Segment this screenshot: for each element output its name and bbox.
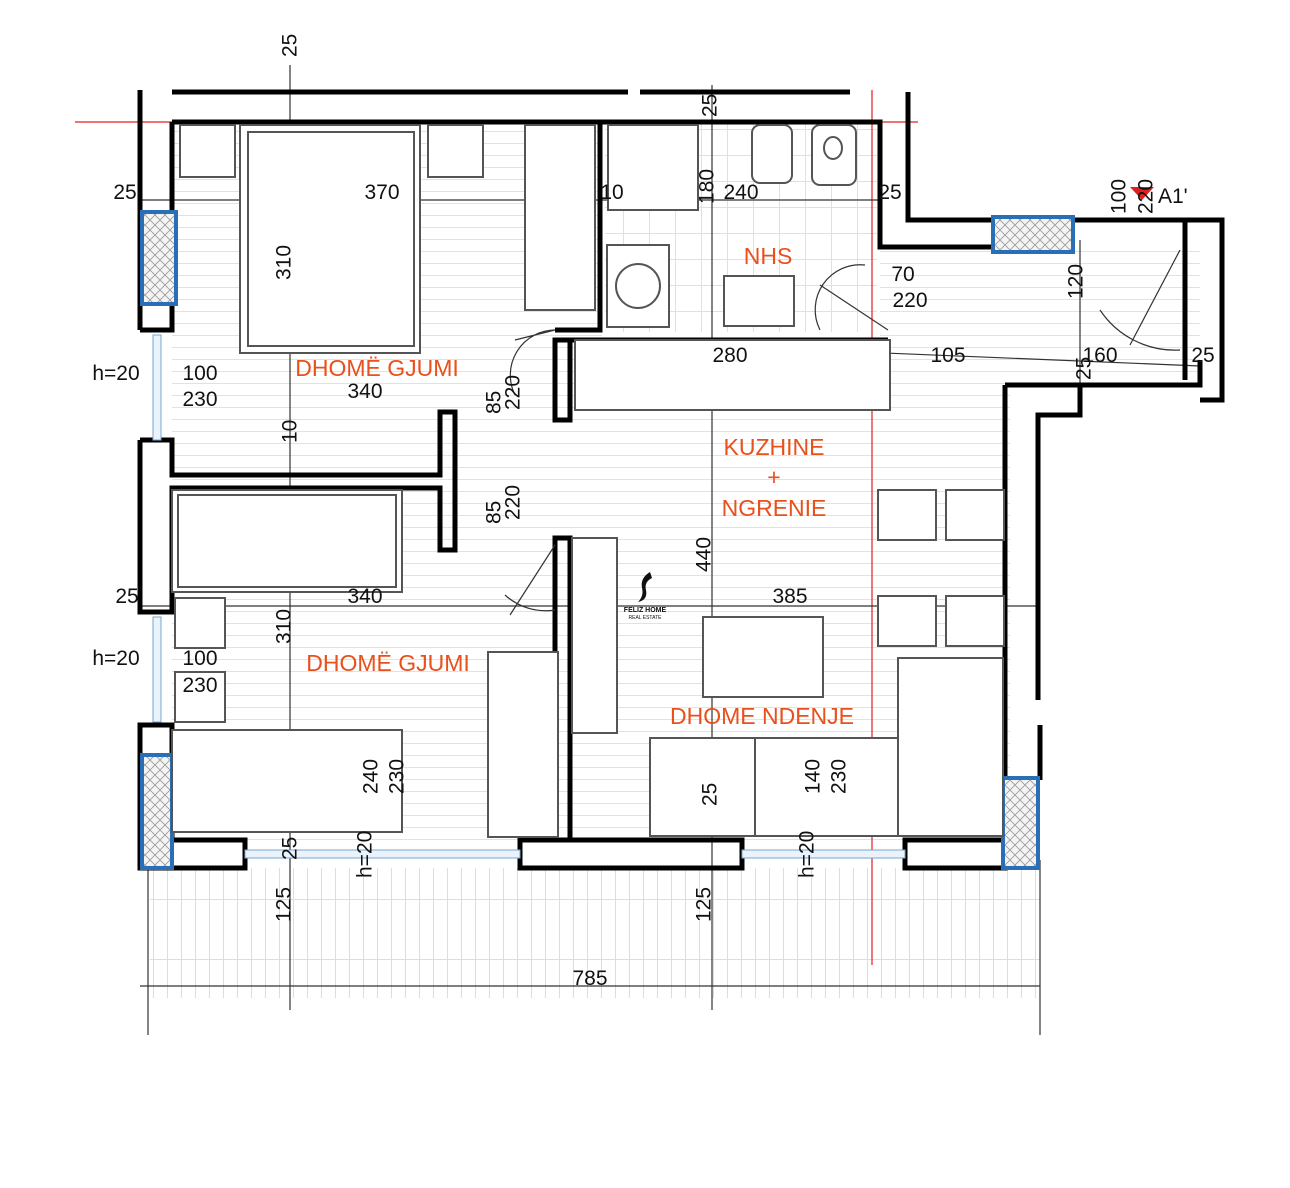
tv-unit bbox=[571, 537, 618, 734]
windows bbox=[152, 334, 906, 859]
dimension-label: 385 bbox=[772, 585, 807, 608]
room-label-kitchen: KUZHINE bbox=[724, 434, 825, 460]
dimension-label: 220 bbox=[501, 485, 524, 520]
dimension-label: 120 bbox=[1064, 264, 1087, 299]
logo-mark-icon bbox=[638, 572, 652, 602]
room-labels: DHOMË GJUMI DHOMË GJUMI NHS KUZHINE + NG… bbox=[295, 243, 854, 729]
room-label-dining: NGRENIE bbox=[722, 495, 827, 521]
dimension-label: 25 bbox=[278, 837, 301, 860]
dimension-labels: 370 25 10 240 25 70 220 280 105 160 25 h… bbox=[92, 181, 1214, 990]
dimension-label: 230 bbox=[182, 674, 217, 697]
wardrobe bbox=[487, 651, 559, 838]
dimension-label: 85 bbox=[482, 501, 505, 524]
dimension-label: h=20 bbox=[92, 647, 139, 670]
dimension-label: 230 bbox=[827, 759, 850, 794]
dimension-label: 125 bbox=[272, 887, 295, 922]
dimension-label: 280 bbox=[712, 344, 747, 367]
walls bbox=[137, 89, 1225, 871]
dimension-label: 220 bbox=[1134, 179, 1157, 214]
dimension-label: 240 bbox=[359, 759, 382, 794]
section-marker-label: A1' bbox=[1158, 185, 1188, 208]
bidet bbox=[751, 124, 793, 184]
nightstand bbox=[427, 124, 484, 178]
dimension-label: 105 bbox=[930, 344, 965, 367]
chair bbox=[945, 489, 1005, 541]
dimension-label: 85 bbox=[482, 391, 505, 414]
dimension-label: 220 bbox=[501, 375, 524, 410]
dimension-label: 70 bbox=[891, 263, 914, 286]
dimension-label: 180 bbox=[695, 169, 718, 204]
dimension-label: 230 bbox=[385, 759, 408, 794]
dimension-label: 25 bbox=[278, 34, 301, 57]
dimension-label: 340 bbox=[347, 380, 382, 403]
sofa bbox=[649, 737, 756, 837]
room-label-bedroom-2: DHOMË GJUMI bbox=[306, 650, 470, 676]
shower-tray bbox=[607, 124, 699, 211]
dimension-label: 340 bbox=[347, 585, 382, 608]
dimension-label: 230 bbox=[182, 388, 217, 411]
dimension-label: 100 bbox=[1107, 179, 1130, 214]
dimension-label: 240 bbox=[723, 181, 758, 204]
dimension-label: 160 bbox=[1082, 344, 1117, 367]
dimension-label: 25 bbox=[1191, 344, 1214, 367]
dimension-label: 25 bbox=[1072, 357, 1095, 380]
dimension-label: 25 bbox=[878, 181, 901, 204]
dimension-label: 310 bbox=[272, 609, 295, 644]
room-label-living: DHOME NDENJE bbox=[670, 703, 854, 729]
dimension-label: 25 bbox=[698, 94, 721, 117]
chair bbox=[945, 595, 1005, 647]
furniture bbox=[171, 124, 1005, 838]
dimension-label: 25 bbox=[115, 585, 138, 608]
structural-columns bbox=[140, 210, 1075, 870]
dimension-label: 25 bbox=[113, 181, 136, 204]
room-label-kitchen-plus: + bbox=[767, 464, 780, 490]
dimension-label: h=20 bbox=[353, 831, 376, 878]
dimension-label: 785 bbox=[572, 967, 607, 990]
dimension-label: 10 bbox=[278, 420, 301, 443]
room-label-bedroom-1: DHOMË GJUMI bbox=[295, 355, 459, 381]
vertical-dimension-labels: 25 310 25 180 100 220 120 25 85 220 10 8… bbox=[272, 34, 1157, 922]
wardrobe bbox=[524, 124, 596, 311]
dimension-label: 440 bbox=[692, 537, 715, 572]
dimension-label: h=20 bbox=[795, 831, 818, 878]
logo: FELIZ HOME REAL ESTATE bbox=[624, 572, 667, 621]
nightstand bbox=[179, 124, 236, 178]
dimension-label: 100 bbox=[182, 647, 217, 670]
chair bbox=[877, 489, 937, 541]
dimension-label: 25 bbox=[698, 783, 721, 806]
room-label-bathroom: NHS bbox=[744, 243, 793, 269]
coffee-table bbox=[702, 616, 824, 698]
sink bbox=[723, 275, 795, 327]
kitchen-counter bbox=[574, 339, 891, 411]
dimension-label: 370 bbox=[364, 181, 399, 204]
dimension-label: 220 bbox=[892, 289, 927, 312]
dimension-label: 125 bbox=[692, 887, 715, 922]
section-marker-icon bbox=[1130, 187, 1154, 200]
dimension-label: 10 bbox=[600, 181, 623, 204]
chair bbox=[877, 595, 937, 647]
dimension-label: 100 bbox=[182, 362, 217, 385]
dimension-label: h=20 bbox=[92, 362, 139, 385]
logo-name: FELIZ HOME bbox=[624, 607, 667, 614]
doors bbox=[504, 249, 1181, 616]
dimension-label: 140 bbox=[801, 759, 824, 794]
dimension-label: 310 bbox=[272, 245, 295, 280]
single-bed bbox=[171, 729, 403, 833]
logo-tagline: REAL ESTATE bbox=[629, 615, 663, 621]
